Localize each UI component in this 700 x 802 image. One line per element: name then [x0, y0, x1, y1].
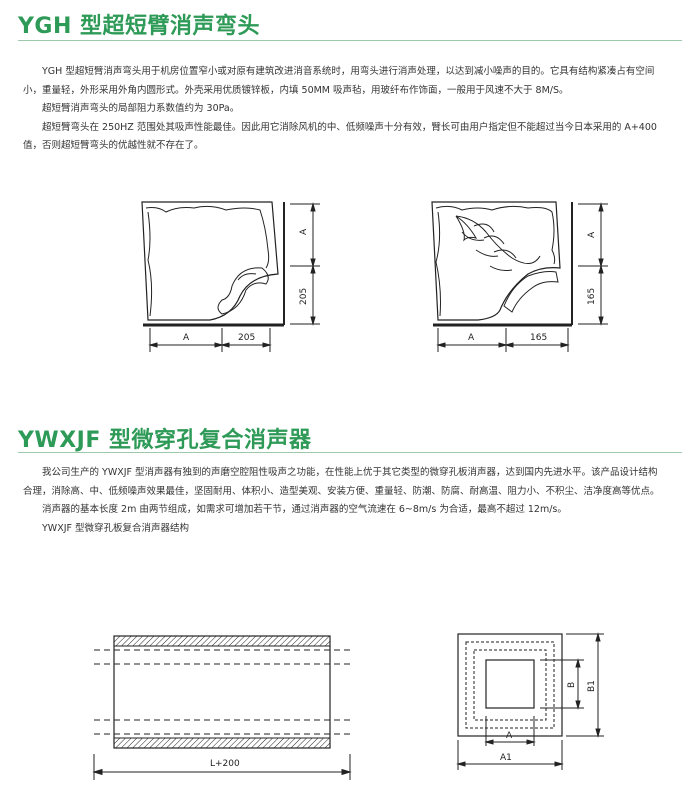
elbow-diagram-left	[141, 201, 320, 352]
elbow-diagram-right	[431, 201, 608, 352]
dim-b: B	[567, 682, 577, 688]
dim-165-v: 165	[587, 288, 597, 305]
dim-length: L+200	[210, 759, 240, 769]
section1-body: YGH 型超短臂消声弯头用于机房位置窄小或对原有建筑改进消音系统时，用弯头进行消…	[23, 63, 663, 156]
section1-paragraph: YGH 型超短臂消声弯头用于机房位置窄小或对原有建筑改进消音系统时，用弯头进行消…	[23, 66, 655, 96]
section1-paragraph: 超短臂消声弯头的局部阻力系数值约为 30Pa。	[42, 103, 240, 114]
dim-a: A	[506, 731, 513, 741]
dim-a-left-v: A	[299, 228, 309, 235]
section2-paragraph: 我公司生产的 YWXJF 型消声器有独到的声磨空腔阻性吸声之功能，在性能上优于其…	[23, 467, 660, 497]
section2-paragraph: YWXJF 型微穿孔板复合消声器结构	[42, 522, 189, 534]
elbow-diagrams: A 205 A 205 A 165 A 165	[141, 201, 608, 352]
dim-a-right-h: A	[468, 333, 475, 343]
section1-title: YGH 型超短臂消声弯头	[18, 14, 261, 39]
silencer-diagrams: L+200 A A1 B B1	[92, 632, 604, 780]
title-divider	[18, 40, 682, 41]
silencer-cross-section	[456, 632, 604, 770]
section2-body: 我公司生产的 YWXJF 型消声器有独到的声磨空腔阻性吸声之功能，在性能上优于其…	[23, 464, 663, 538]
dim-205-h: 205	[238, 333, 255, 343]
dim-a-left-h: A	[183, 333, 190, 343]
dim-a-right-v: A	[587, 231, 597, 238]
dim-165-h: 165	[530, 333, 547, 343]
silencer-side-view	[92, 635, 352, 780]
section1-paragraph: 超短臂弯头在 250HZ 范围处其吸声性能最佳。因此用它消除风机的中、低频噪声十…	[23, 121, 657, 152]
section2-paragraph: 消声器的基本长度 2m 由两节组成，如需求可增加若干节，通过消声器的空气流速在 …	[42, 504, 567, 515]
dim-b1: B1	[587, 680, 597, 692]
dim-205-v: 205	[299, 288, 309, 305]
dim-a1: A1	[500, 753, 512, 763]
title-divider	[18, 452, 682, 453]
section2-title: YWXJF 型微穿孔复合消声器	[18, 428, 312, 453]
